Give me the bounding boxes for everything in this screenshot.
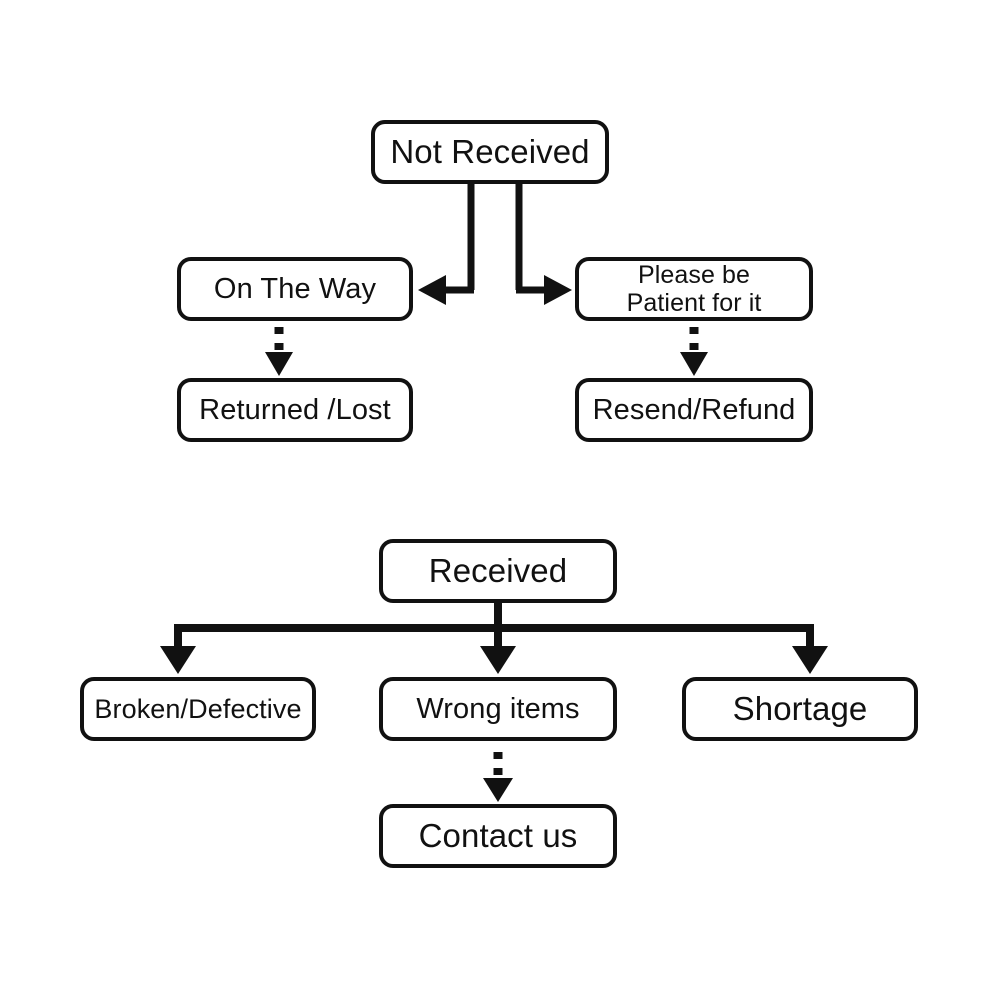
connector-please-patient-to-resend-refund (680, 327, 708, 376)
node-wrong-items[interactable]: Wrong items (379, 677, 617, 741)
connector-not-received-to-on-the-way (418, 184, 475, 305)
connector-wrong-items-to-contact-us (483, 752, 513, 802)
connector-not-received-to-please-patient (515, 184, 572, 305)
connector-received-fork (160, 603, 828, 674)
node-please-be-patient-for-it[interactable]: Please be Patient for it (575, 257, 813, 321)
node-returned-lost[interactable]: Returned /Lost (177, 378, 413, 442)
connector-on-the-way-to-returned-lost (265, 327, 293, 376)
node-resend-refund[interactable]: Resend/Refund (575, 378, 813, 442)
node-received[interactable]: Received (379, 539, 617, 603)
node-broken-defective[interactable]: Broken/Defective (80, 677, 316, 741)
node-not-received[interactable]: Not Received (371, 120, 609, 184)
node-on-the-way[interactable]: On The Way (177, 257, 413, 321)
node-contact-us[interactable]: Contact us (379, 804, 617, 868)
node-shortage[interactable]: Shortage (682, 677, 918, 741)
